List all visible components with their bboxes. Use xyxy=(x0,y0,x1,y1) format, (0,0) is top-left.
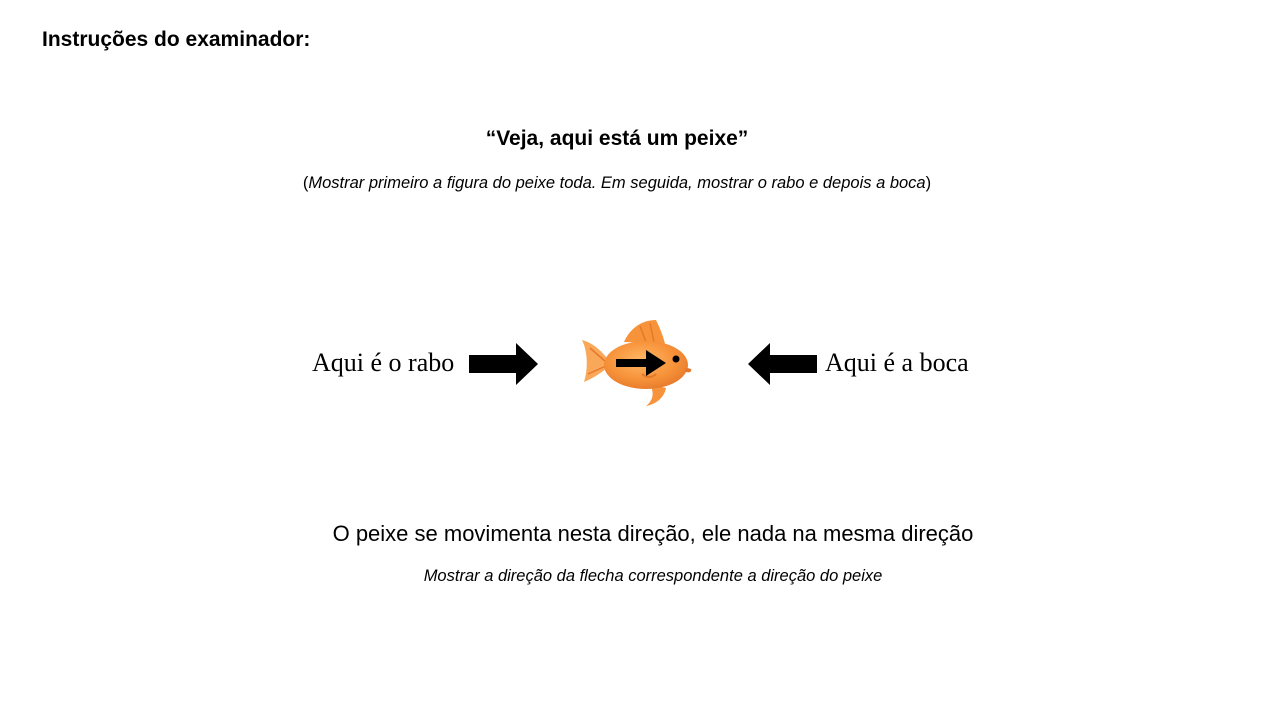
instruction-show-fish: (Mostrar primeiro a figura do peixe toda… xyxy=(0,174,1234,193)
instruction-show-arrow: Mostrar a direção da flecha corresponden… xyxy=(423,567,883,585)
mouth-label: Aqui é a boca xyxy=(825,348,969,377)
fish-quote: “Veja, aqui está um peixe” xyxy=(485,127,749,150)
instruction-close-paren: ) xyxy=(925,174,932,192)
goldfish-icon xyxy=(582,320,692,406)
arrow-right-icon xyxy=(469,343,538,385)
examiner-instructions-heading: Instruções do examinador: xyxy=(42,28,311,51)
fish-direction-arrow-icon xyxy=(616,350,666,376)
tail-label: Aqui é o rabo xyxy=(312,348,455,377)
instruction-show-fish-text: Mostrar primeiro a figura do peixe toda.… xyxy=(308,174,926,192)
arrow-left-icon xyxy=(748,343,817,385)
instruction-open-paren: ( xyxy=(302,174,309,192)
movement-direction-text: O peixe se movimenta nesta direção, ele … xyxy=(332,521,974,546)
